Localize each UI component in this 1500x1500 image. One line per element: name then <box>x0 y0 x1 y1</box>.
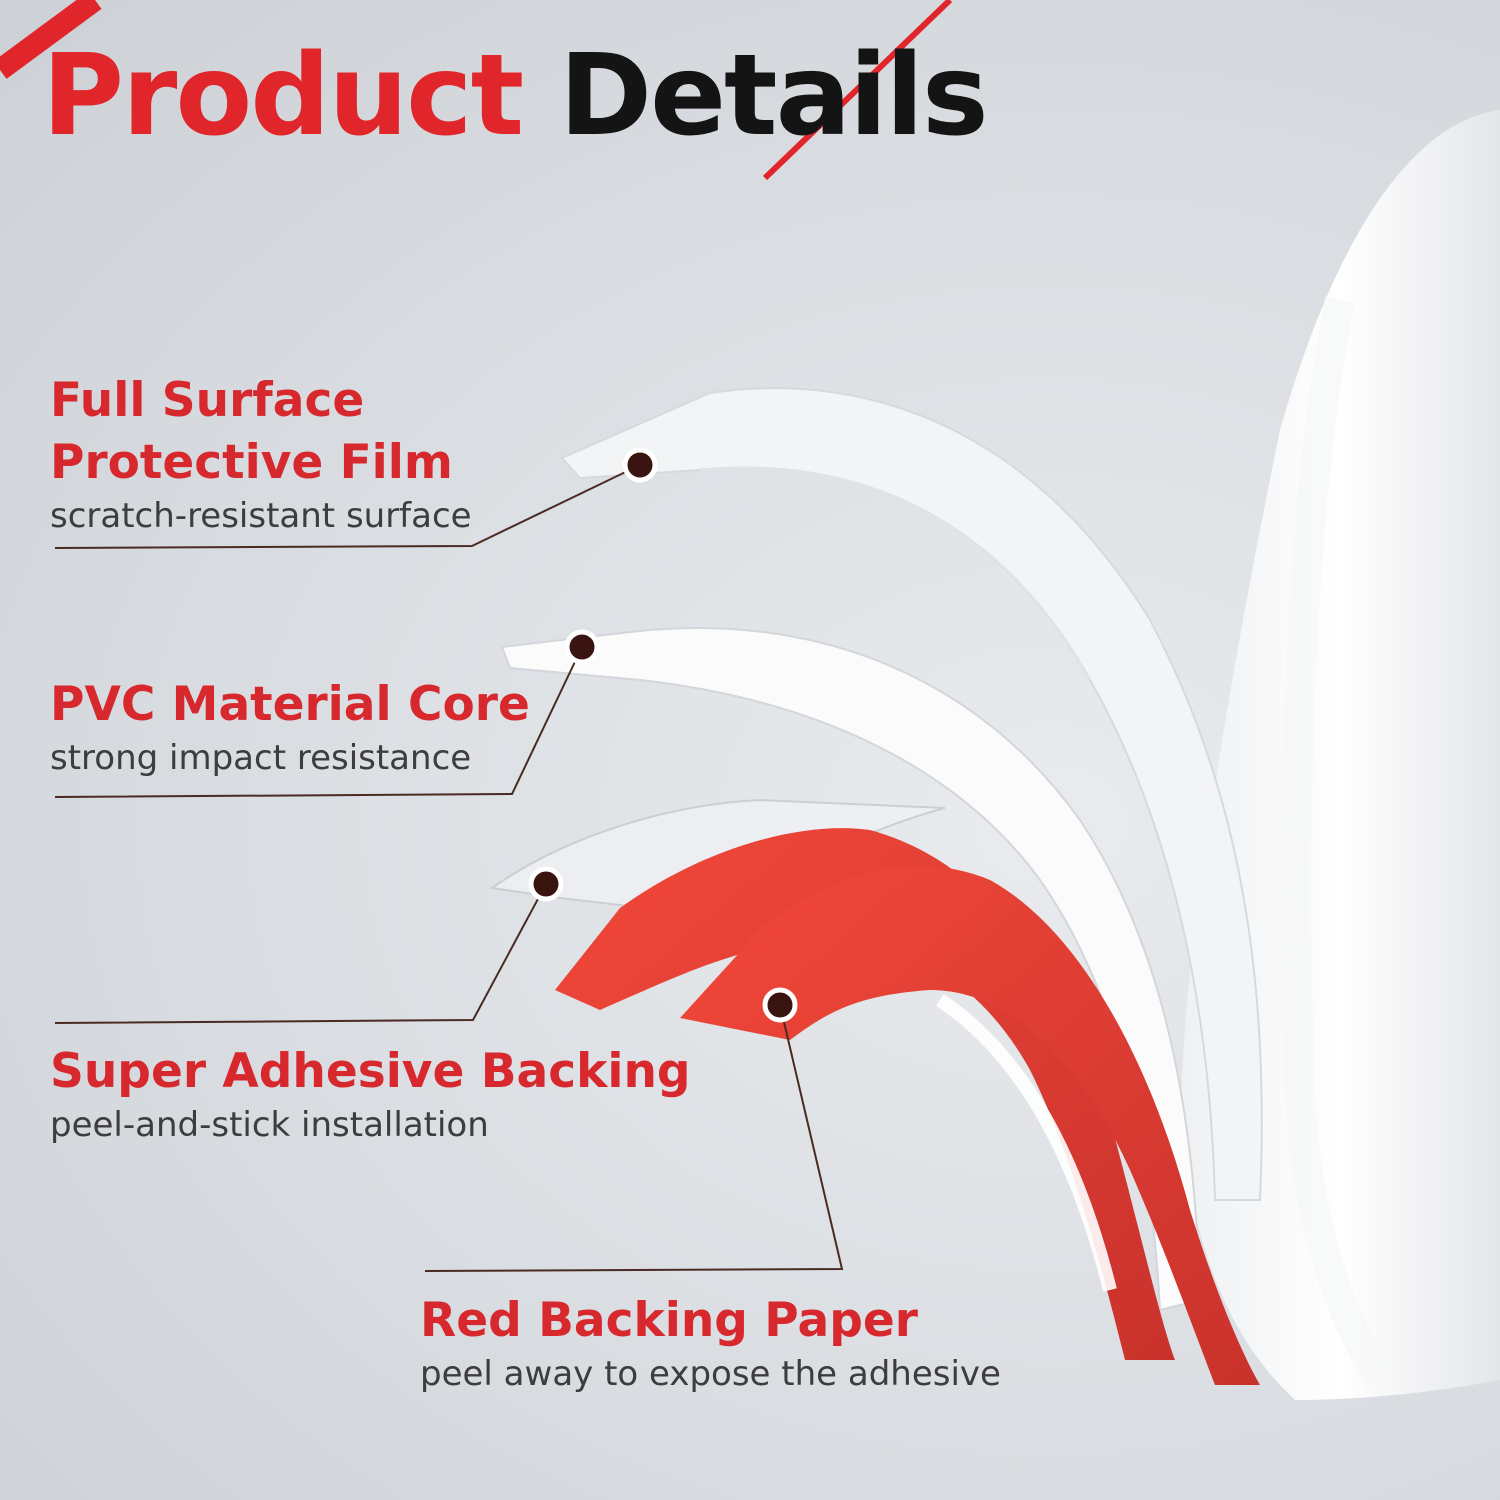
feature-adhesive-backing: Super Adhesive Backing peel-and-stick in… <box>50 1041 691 1147</box>
stripe-line-left <box>0 0 102 79</box>
feature-name: Super Adhesive Backing <box>50 1044 691 1099</box>
marker-dot-icon <box>528 866 564 902</box>
title-word-details: Details <box>559 31 988 161</box>
feature-name: PVC Material Core <box>50 677 530 732</box>
layer-red-backing <box>555 828 1260 1385</box>
marker-dot-icon <box>622 447 658 483</box>
leader-lines <box>54 464 844 1272</box>
feature-name: Red Backing Paper <box>420 1293 918 1348</box>
leader-line-adhesive <box>54 883 547 1024</box>
marker-dot-icon <box>564 629 600 665</box>
feature-name: Protective Film <box>50 435 453 490</box>
feature-description: scratch-resistant surface <box>50 496 472 536</box>
feature-protective-film: Full Surface Protective Film scratch-res… <box>50 370 472 538</box>
leader-line-pvc-core <box>54 646 583 798</box>
feature-name: Full Surface <box>50 373 365 428</box>
feature-description: peel-and-stick installation <box>50 1105 489 1145</box>
marker-dot-icon <box>762 987 798 1023</box>
decorative-stripes <box>0 0 953 181</box>
marker-dots <box>528 447 798 1023</box>
feature-pvc-core: PVC Material Core strong impact resistan… <box>50 674 530 780</box>
layer-protective-film <box>560 387 1263 1201</box>
feature-description: strong impact resistance <box>50 738 472 778</box>
page-title: Product Details <box>42 40 989 152</box>
feature-red-backing-paper: Red Backing Paper peel away to expose th… <box>420 1290 1001 1396</box>
title-word-product: Product <box>42 31 524 161</box>
strip-main-body <box>1181 110 1500 1400</box>
feature-description: peel away to expose the adhesive <box>420 1354 1001 1394</box>
leader-line-protective-film <box>54 464 641 549</box>
stripe-line-right <box>762 0 953 181</box>
leader-line-red-backing <box>424 1004 844 1272</box>
